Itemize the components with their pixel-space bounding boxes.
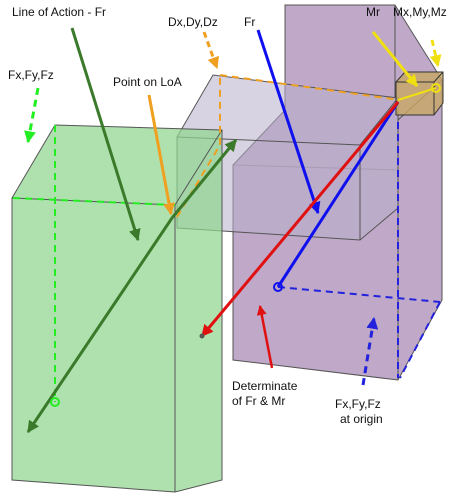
fr-arrow [256,29,321,215]
point-on-loa-arrow [147,94,175,216]
mr-label: Mr [366,5,380,19]
dashed-blue-frame [277,122,441,379]
red-end-point [199,333,205,339]
dxdydz-label: Dx,Dy,Dz [168,15,218,29]
dashed-green-frame [12,125,176,402]
line-of-action-arrow [26,217,174,433]
moment-axis-line [397,87,437,101]
mr-arrow [371,31,419,87]
line-of-action-label-arrow [70,27,141,242]
green-box [11,124,223,493]
determinate-label-line2: of Fr & Mr [232,394,285,408]
fx-origin-label-line1: Fx,Fy,Fz [335,397,381,411]
mxmymz-arrow [429,39,442,68]
mxmymz-label: Mx,My,Mz [393,5,447,19]
fx-origin-label-line2: at origin [340,412,383,426]
fr-vector-line [276,101,400,288]
origin-point-blue [273,282,283,292]
dxdydz-arrow [202,31,219,70]
point-on-loa-label: Point on LoA [113,75,182,89]
moment-point [431,83,441,93]
fxfyfz-arrow [24,87,40,144]
fr-label: Fr [244,15,255,29]
green-axis-arrow [170,139,238,219]
determinate-vector [200,101,400,337]
line-of-action-label: Line of Action - Fr [12,5,106,19]
determinate-label-line1: Determinate [232,379,298,393]
fxfyfz-label: Fx,Fy,Fz [8,68,54,82]
origin-point-green [50,397,60,407]
determinate-arrow [256,305,274,369]
